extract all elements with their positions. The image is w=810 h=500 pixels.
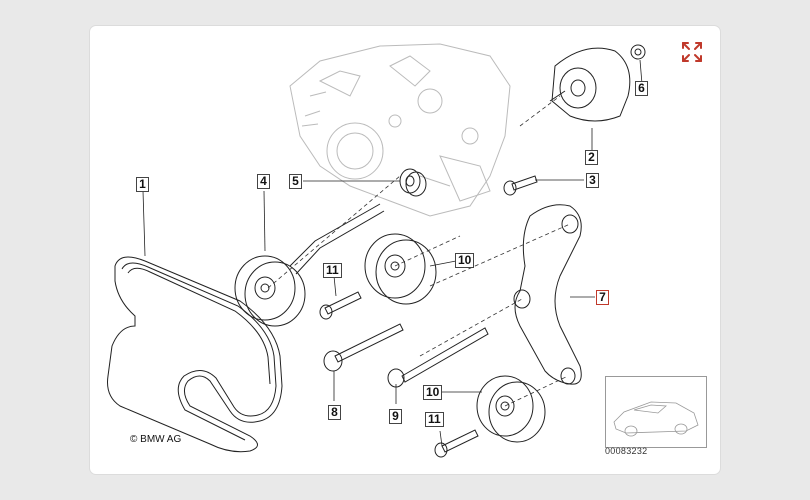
callout-11-upper[interactable]: 11 — [323, 263, 342, 278]
bolt-11-lower — [434, 429, 479, 458]
bolt-8 — [323, 323, 404, 372]
callout-6[interactable]: 6 — [635, 81, 648, 96]
expand-button[interactable] — [680, 40, 704, 64]
callout-8[interactable]: 8 — [328, 405, 341, 420]
callout-9[interactable]: 9 — [389, 409, 402, 424]
engine-block-outline — [289, 43, 511, 217]
exploded-parts-diagram — [107, 43, 646, 458]
callout-4[interactable]: 4 — [257, 174, 270, 189]
pulley-10-upper — [364, 233, 437, 305]
expand-arrows-icon — [682, 42, 702, 62]
tensioner-2 — [549, 47, 631, 122]
copyright-text: © BMW AG — [130, 434, 182, 445]
diagram-panel: 1 4 5 3 2 6 10 7 11 8 9 10 11 © BMW AG 0… — [90, 26, 720, 474]
cap-6 — [630, 44, 646, 60]
callout-3[interactable]: 3 — [586, 173, 599, 188]
callout-5[interactable]: 5 — [289, 174, 302, 189]
callout-10-upper[interactable]: 10 — [455, 253, 475, 268]
spacer-5 — [399, 168, 427, 197]
pulley-10-lower — [476, 375, 546, 443]
bolt-11-upper — [319, 291, 362, 320]
callout-7[interactable]: 7 — [596, 290, 609, 305]
drive-belt — [107, 256, 283, 453]
callout-10-lower[interactable]: 10 — [423, 385, 443, 400]
bracket-7 — [513, 204, 582, 385]
pulley-4 — [234, 203, 385, 327]
callout-11-lower[interactable]: 11 — [425, 412, 444, 427]
bolt-9 — [387, 327, 489, 388]
car-silhouette-icon — [613, 401, 699, 437]
vehicle-thumbnail[interactable] — [605, 376, 707, 448]
callout-2[interactable]: 2 — [585, 150, 598, 165]
diagram-number: 00083232 — [605, 446, 648, 456]
bolt-3 — [503, 175, 538, 196]
callout-1[interactable]: 1 — [136, 177, 149, 192]
